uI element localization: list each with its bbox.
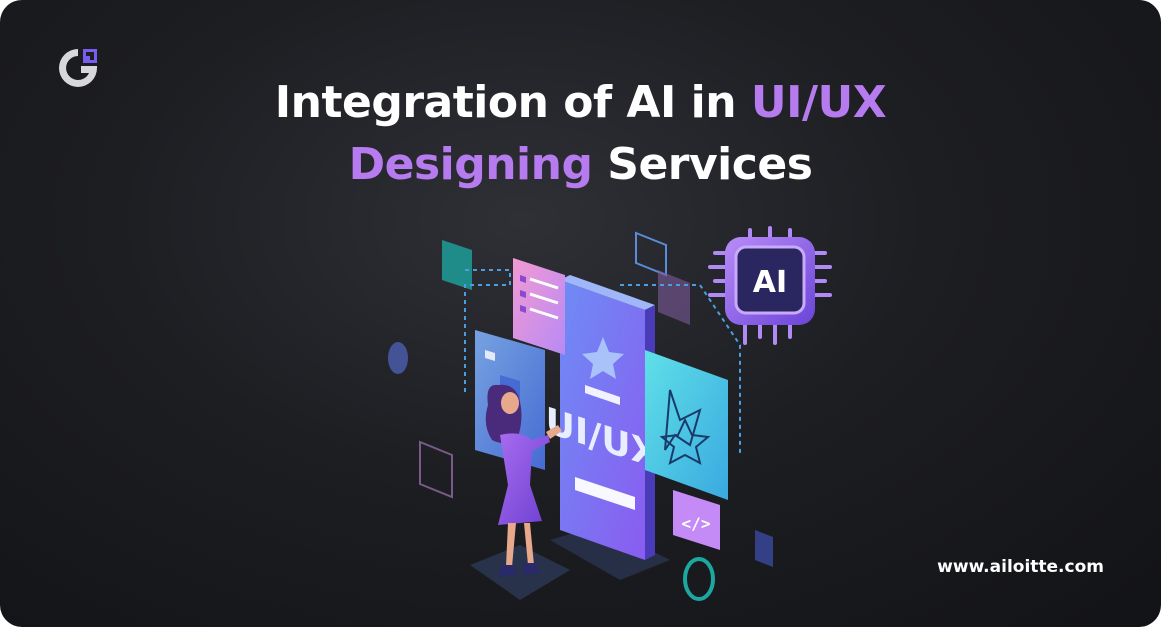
- deco-ring: [683, 557, 715, 601]
- title-accent-2: Designing: [348, 139, 593, 190]
- deco-oval: [388, 342, 408, 374]
- deco-square-outline: [635, 231, 667, 277]
- deco-square-teal: [442, 240, 472, 290]
- deco-square-outline-2: [419, 440, 453, 499]
- ai-chip-label: AI: [753, 265, 787, 300]
- title-part-1: Integration of AI in: [274, 77, 751, 128]
- deco-square-mauve: [658, 270, 690, 325]
- star-icon: [582, 337, 624, 379]
- brand-logo-icon: [59, 49, 97, 87]
- title-part-2: Services: [592, 139, 813, 190]
- woman-figure: [485, 384, 562, 577]
- title-accent-1: UI/UX: [750, 77, 887, 128]
- ai-chip-icon: AI: [708, 226, 832, 345]
- code-badge-label: </>: [682, 514, 711, 533]
- page-title: Integration of AI in UI/UX Designing Ser…: [0, 72, 1161, 196]
- website-url[interactable]: www.ailoitte.com: [937, 557, 1104, 577]
- code-icon: [673, 490, 720, 550]
- ui-ux-illustration: UI/UX </>: [388, 226, 832, 601]
- deco-bar: [755, 530, 773, 567]
